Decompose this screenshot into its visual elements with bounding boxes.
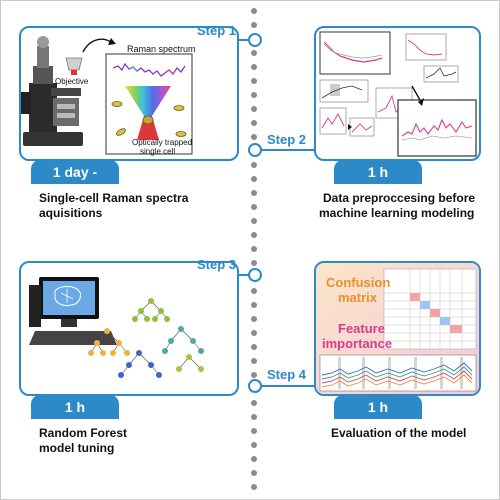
step4-duration: 1 h xyxy=(334,395,422,419)
step4-connector xyxy=(259,385,315,387)
timeline-dot xyxy=(251,120,257,126)
timeline-dot xyxy=(251,78,257,84)
microscope-icon xyxy=(21,36,83,146)
laser-cone xyxy=(125,86,171,116)
objective-label: Objective xyxy=(55,77,89,86)
step3-panel xyxy=(19,261,239,396)
evaluation-illustration xyxy=(316,263,479,394)
timeline-dot xyxy=(251,92,257,98)
timeline-dot xyxy=(251,232,257,238)
step1-caption-line1: Single-cell Raman spectra xyxy=(39,191,189,205)
raman-spectrum-label: Raman spectrum xyxy=(127,44,196,54)
timeline-dot xyxy=(251,372,257,378)
feature-importance-title-2: importance xyxy=(322,336,393,351)
step3-connector xyxy=(239,274,253,276)
confusion-matrix-title-1: Confusion xyxy=(326,275,391,290)
timeline-dot xyxy=(251,428,257,434)
timeline-dot xyxy=(251,302,257,308)
step4-label: Step 4 xyxy=(267,367,307,382)
trapped-cell-label-2: single cell xyxy=(140,147,176,156)
timeline-dot xyxy=(251,456,257,462)
confusion-matrix-title-2: matrix xyxy=(338,290,378,305)
step4-node xyxy=(248,379,262,393)
timeline-dot xyxy=(251,470,257,476)
timeline-dot xyxy=(251,414,257,420)
step2-node xyxy=(248,143,262,157)
step1-duration: 1 day - xyxy=(31,160,119,184)
step2-caption-line1: Data preproccesing before xyxy=(323,191,476,205)
timeline-dot xyxy=(251,260,257,266)
timeline-dot xyxy=(251,176,257,182)
step1-panel: Objective Raman spectrum Optically trapp… xyxy=(19,26,239,161)
timeline-dot xyxy=(251,400,257,406)
step1-node xyxy=(248,33,262,47)
preprocessing-illustration xyxy=(319,31,477,157)
step2-duration: 1 h xyxy=(334,160,422,184)
timeline-dot xyxy=(251,484,257,490)
timeline-dot xyxy=(251,442,257,448)
step4-caption-line1: Evaluation of the model xyxy=(331,426,467,440)
timeline-dot xyxy=(251,218,257,224)
timeline-dot xyxy=(251,64,257,70)
timeline-dot xyxy=(251,204,257,210)
cell-icon xyxy=(111,101,123,107)
timeline-dot xyxy=(251,8,257,14)
step3-caption-line1: Random Forest xyxy=(39,426,128,440)
step4-panel: Confusion matrix Feature importance xyxy=(314,261,481,396)
objective-icon xyxy=(65,57,83,75)
step1-connector xyxy=(239,39,253,41)
timeline-dot xyxy=(251,344,257,350)
timeline-dot xyxy=(251,316,257,322)
timeline-dot xyxy=(251,50,257,56)
trapped-cell-label-1: Optically trapped xyxy=(132,138,193,147)
microscope-raman-illustration xyxy=(21,36,193,155)
timeline-dot xyxy=(251,358,257,364)
timeline-dot xyxy=(251,134,257,140)
step3-node xyxy=(248,268,262,282)
step2-panel xyxy=(314,26,481,161)
step2-caption-line2: machine learning modeling xyxy=(319,206,475,220)
timeline-dot xyxy=(251,246,257,252)
step1-label: Step 1 xyxy=(197,23,237,38)
random-forest-illustration xyxy=(29,277,204,378)
timeline-dot xyxy=(251,330,257,336)
step3-duration: 1 h xyxy=(31,395,119,419)
timeline-dot xyxy=(251,288,257,294)
step3-caption-line2: model tuning xyxy=(39,441,115,455)
timeline-dot xyxy=(251,162,257,168)
step2-label: Step 2 xyxy=(267,132,307,147)
timeline-dot xyxy=(251,106,257,112)
step2-connector xyxy=(259,149,315,151)
feature-importance-title-1: Feature xyxy=(338,321,385,336)
timeline-dot xyxy=(251,190,257,196)
timeline-dot xyxy=(251,22,257,28)
step3-label: Step 3 xyxy=(197,257,237,272)
step1-caption-line2: aquisitions xyxy=(39,206,103,220)
